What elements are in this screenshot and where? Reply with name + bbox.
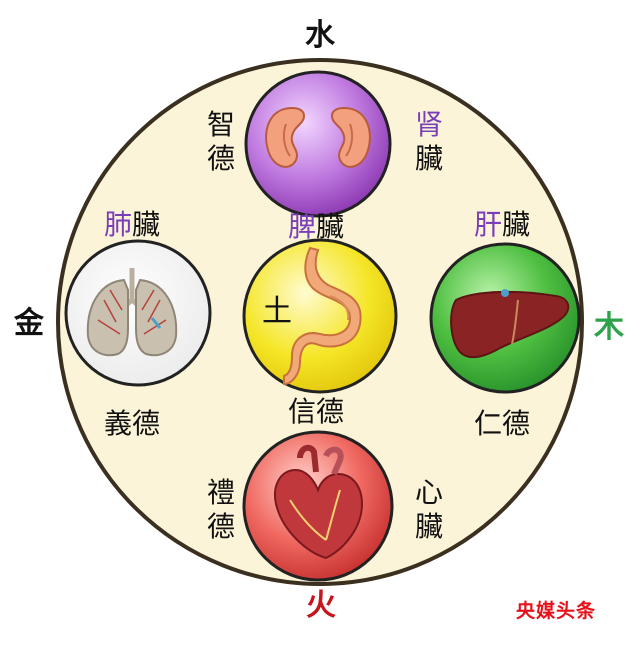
- watermark: 央媒头条: [516, 600, 597, 622]
- spleen-suffix: 臟: [316, 210, 345, 243]
- spleen-circle: [242, 238, 398, 394]
- liver-circle: [429, 242, 581, 394]
- lung-organ-label: 肺臟: [104, 209, 160, 241]
- element-metal: 金: [14, 306, 44, 341]
- element-fire: 火: [306, 588, 336, 623]
- kidney-icon: [265, 106, 371, 168]
- spleen-radical: 脾: [288, 210, 317, 243]
- liver-virtue: 仁德: [474, 407, 531, 440]
- kidney-organ-label: 肾 臟: [413, 108, 445, 176]
- element-wood: 木: [594, 310, 624, 345]
- lung-icon: [86, 268, 178, 357]
- heart-icon: [274, 444, 364, 560]
- heart-suffix: 臟: [414, 510, 443, 543]
- spleen-virtue: 信德: [288, 395, 345, 428]
- stomach-icon: [283, 246, 362, 386]
- kidney-suffix: 臟: [414, 142, 443, 175]
- liver-radical: 肝: [474, 208, 503, 241]
- element-water: 水: [305, 18, 335, 53]
- lung-circle: [64, 239, 212, 387]
- heart-organ-label: 心 臟: [413, 476, 445, 544]
- heart-virtue: 禮德: [206, 476, 235, 543]
- liver-suffix: 臟: [502, 208, 531, 241]
- liver-organ-label: 肝臟: [474, 209, 530, 241]
- kidney-virtue: 智德: [206, 108, 235, 175]
- lung-radical: 肺: [104, 208, 133, 241]
- lung-suffix: 臟: [132, 208, 161, 241]
- element-earth: 土: [262, 294, 292, 329]
- lung-virtue: 義德: [104, 407, 161, 440]
- heart-radical: 心: [414, 476, 443, 509]
- spleen-organ-label: 脾臟: [288, 211, 344, 243]
- liver-icon: [450, 289, 570, 359]
- heart-circle: [242, 430, 394, 582]
- kidney-radical: 肾: [414, 108, 443, 141]
- kidney-circle: [244, 70, 392, 218]
